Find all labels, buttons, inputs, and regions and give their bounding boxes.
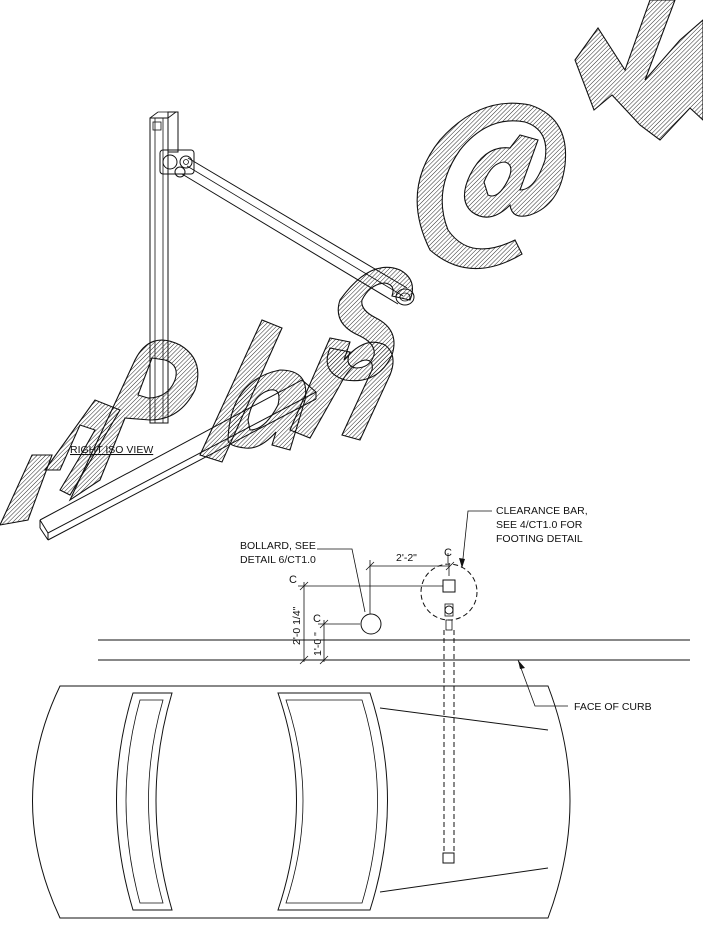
bollard-label-line2: DETAIL 6/CT1.0 <box>240 554 316 566</box>
plan-view: C C C 2'-2" 2'-0 <box>32 505 690 919</box>
svg-text:C: C <box>289 574 297 586</box>
bollard-plan <box>360 613 382 635</box>
clearance-bar-label-line3: FOOTING DETAIL <box>496 533 583 545</box>
watermark-letter-p <box>68 339 199 502</box>
watermark-letter-l <box>199 319 283 463</box>
dim-bollard-offset: 1'-0 " <box>312 632 324 656</box>
dim-clearance-bar-offset: 2'-0 1/4" <box>291 606 303 645</box>
dim-horizontal-offset: 2'-2" <box>396 552 417 564</box>
watermark-letter-p-fragment <box>0 454 53 526</box>
vehicle-outline <box>32 685 571 919</box>
watermark-letter-w <box>574 0 703 141</box>
watermark-letter-s <box>326 266 413 382</box>
watermark-letter-p-bowl <box>43 399 121 496</box>
face-of-curb-label: FACE OF CURB <box>574 701 652 713</box>
svg-text:C: C <box>313 613 321 625</box>
bollard-label-line1: BOLLARD, SEE <box>240 540 316 552</box>
bollard-circle <box>360 613 382 635</box>
watermark-letter-n <box>289 337 394 441</box>
iso-post <box>149 111 179 424</box>
watermark <box>0 0 703 526</box>
clearance-bar-label-line2: SEE 4/CT1.0 FOR <box>496 519 583 531</box>
leaders <box>317 510 568 707</box>
clearance-bar-plan: C <box>420 547 478 864</box>
watermark-at-sign <box>416 102 567 270</box>
clearance-bar-label-line1: CLEARANCE BAR, <box>496 505 588 517</box>
dimension-lines: C C <box>289 560 455 665</box>
iso-bracket <box>159 149 195 178</box>
